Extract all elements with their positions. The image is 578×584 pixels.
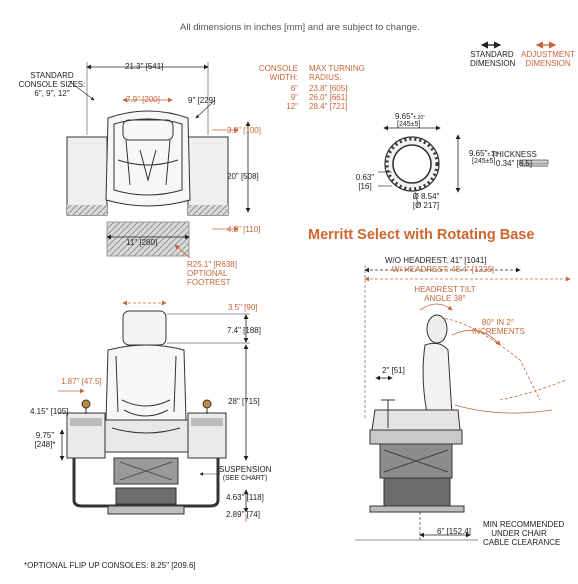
width-no-headrest: W/O HEADREST: 41" [1041] [385,256,487,265]
suspension-line1: SUSPENSION [219,465,272,474]
base-side-dim: 9.65"±.20" [469,149,499,160]
dim-console-depth-line1: 9.75" [35,431,55,440]
hole-dia-line2: [Ø 217] [412,201,440,210]
table-header-left-line1: CONSOLE [258,64,298,73]
table-row-width-2: 9" [290,93,298,102]
headrest-tilt-label: HEADREST TILT ANGLE 38° [414,285,476,303]
base-side-dim-tol: ±.20" [487,152,499,158]
table-header-left: CONSOLE WIDTH: [258,64,298,82]
table-header-right-line2: RADIUS: [309,73,342,82]
suspension-line2: (SEE CHART) [222,475,268,482]
table-row-radius-2: 26.0" [661] [309,93,348,102]
thickness-label: THICKNESS 0.34" [8.5] [482,150,546,168]
hole-dia-line1: Ø 8.54" [412,192,440,201]
base-left-dim: 0.63" [16] [350,173,380,191]
table-header-left-line2: WIDTH: [269,73,298,82]
clearance-label: MIN RECOMMENDED UNDER CHAIR CABLE CLEARA… [483,520,565,547]
table-row-radius-3: 28.4" [721] [309,102,348,111]
dim-base-adj: 2.89" [74] [226,510,260,519]
base-side-mm: [245±5] [472,158,496,165]
front-view-dimensions [58,300,250,522]
base-top-dim-tol: ±.20" [413,115,425,121]
dim-fore-aft: 2" [51] [382,366,405,375]
hole-dia-label: Ø 8.54" [Ø 217] [404,192,448,210]
dim-right-offset: 9" [229] [188,96,216,105]
legend-adjustment-line1: ADJUSTMENT [521,50,575,59]
legend-adjustment-label: ADJUSTMENT DIMENSION [520,50,576,68]
dim-footrest-width: 11" [280] [126,238,158,247]
console-sizes-line1: STANDARD [30,71,74,80]
legend-adjustment-line2: DIMENSION [525,59,571,68]
console-sizes-label: STANDARD CONSOLE SIZES: 6", 9", 12" [14,71,90,98]
table-row-width-3: 12" [286,102,298,111]
top-view-dimensions [69,62,251,259]
dim-depth: 20" [508] [227,172,259,181]
dim-headrest-adj: 3.5" [90] [228,303,258,312]
thickness-line1: THICKNESS [491,150,537,159]
console-sizes-line3: 6", 9", 12" [34,89,70,98]
legend-standard-label: STANDARD DIMENSION [470,50,516,68]
dim-rear-offset: 4.3" [110] [227,225,261,234]
dim-adj-offset: 3.9" [100] [227,126,261,135]
dim-base-height: 4.63" [118] [226,493,264,502]
recline-increments-line1: 80° IN 2° [481,318,515,327]
suspension-label: SUSPENSION (SEE CHART) [219,465,271,483]
dim-headrest-height: 7.4" [188] [227,326,261,335]
base-top-dim-value: 9.65" [395,112,414,121]
headrest-tilt-line1: HEADREST TILT [414,285,476,294]
side-view-dimensions [355,265,571,541]
base-left-dim-line2: [16] [358,182,372,191]
base-top-dim: 9.65"±.20" [395,112,425,123]
recline-increments-label: 80° IN 2° INCREMENTS [472,318,525,336]
table-header-right: MAX TURNING RADIUS: [309,64,365,82]
product-title: Merritt Select with Rotating Base [308,227,535,243]
footrest-radius-label: R25.1" [R638] OPTIONAL FOOTREST [187,260,237,287]
table-header-right-line1: MAX TURNING [309,64,365,73]
legend-standard-line2: DIMENSION [470,59,516,68]
dim-console-depth-line2: [248]* [34,440,56,449]
footrest-radius-line1: R25.1" [R638] [187,260,237,269]
dim-width-seat: 7.9" [200] [126,95,160,104]
footrest-radius-line2: OPTIONAL [187,269,228,278]
top-view-seat [66,110,229,257]
clearance-line3: CABLE CLEARANCE [483,538,561,547]
side-view-seat [369,314,567,513]
clearance-line1: MIN RECOMMENDED [483,520,565,529]
footrest-radius-line3: FOOTREST [187,278,231,287]
dim-console-depth: 9.75" [248]* [28,431,62,449]
dim-clearance: 6" [152.4] [437,527,471,536]
base-left-dim-line1: 0.63" [355,173,375,182]
dim-console-height: 4.15" [105] [30,407,69,416]
width-with-headrest: W/ HEADREST: 48.4" [1229] [392,265,494,274]
base-plate-drawing [378,125,549,206]
dim-console-drop: 1.87" [47.5] [61,377,102,386]
thickness-line2: 0.34" [8.5] [495,159,533,168]
clearance-line2: UNDER CHAIR [491,529,547,538]
dim-width-overall: 21.3" [541] [125,62,164,71]
console-sizes-line2: CONSOLE SIZES: [18,80,86,89]
base-side-dim-value: 9.65" [469,149,488,158]
headrest-tilt-line2: ANGLE 38° [424,294,466,303]
table-row-radius-1: 23.8" [605] [309,84,348,93]
base-top-mm: [245±5] [397,121,421,128]
dim-back-height: 28" [715] [228,397,260,406]
disclaimer-text: All dimensions in inches [mm] and are su… [180,22,420,33]
legend-standard-line1: STANDARD [470,50,514,59]
recline-increments-line2: INCREMENTS [472,327,525,336]
front-view-seat [66,310,227,515]
table-row-width-1: 6" [290,84,298,93]
footnote: *OPTIONAL FLIP UP CONSOLES: 8.25" [209.6… [24,561,196,570]
